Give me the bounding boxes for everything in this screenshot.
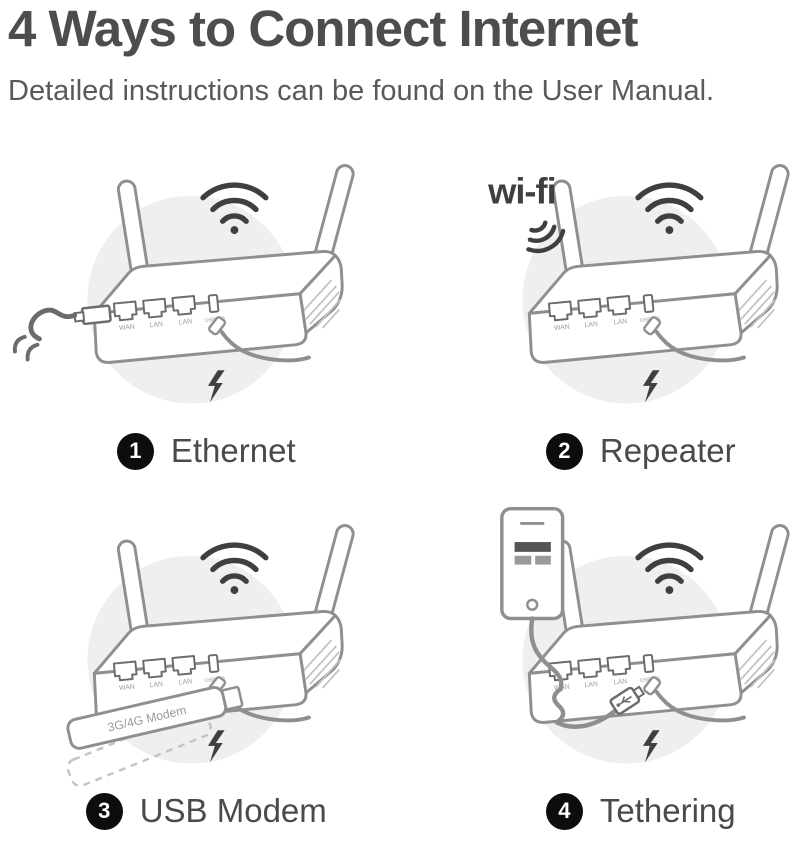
methods-grid: 1 Ethernet wi-fi 2 Repeater xyxy=(8,134,801,830)
smartphone-screen-bar-1 xyxy=(514,542,551,552)
repeater-illustration: wi-fi xyxy=(487,134,811,430)
wifi-logo-waves xyxy=(525,220,566,254)
method-caption: 2 Repeater xyxy=(545,432,736,470)
ethernet-cable xyxy=(13,304,113,362)
method-label: Ethernet xyxy=(170,432,296,470)
method-label: Repeater xyxy=(599,432,736,470)
method-repeater: wi-fi 2 Repeater xyxy=(443,134,811,470)
step-number-badge: 4 xyxy=(545,792,583,830)
tethering-illustration xyxy=(499,507,811,790)
method-tethering: 4 Tethering xyxy=(443,494,811,830)
method-caption: 1 Ethernet xyxy=(116,432,296,470)
method-label: Tethering xyxy=(599,792,736,830)
method-usb-modem: 3G/4G Modem 3 USB Modem xyxy=(8,494,405,830)
smartphone-body xyxy=(499,507,565,621)
step-number-badge: 1 xyxy=(116,432,154,470)
header: 4 Ways to Connect Internet Detailed inst… xyxy=(8,2,801,108)
tethering-cable xyxy=(528,616,645,729)
step-number-badge: 3 xyxy=(85,792,123,830)
page-title: 4 Ways to Connect Internet xyxy=(8,0,639,57)
usb-trident-icon xyxy=(617,695,632,706)
method-caption: 3 USB Modem xyxy=(85,792,327,830)
page-subtitle: Detailed instructions can be found on th… xyxy=(8,75,715,108)
router-illustration xyxy=(88,164,356,404)
wifi-logo: wi-fi xyxy=(487,171,566,254)
ethernet-plug xyxy=(81,304,113,326)
step-number-badge: 2 xyxy=(545,432,583,470)
smartphone-screen-bar-3 xyxy=(534,555,551,565)
smartphone-home-button xyxy=(525,598,539,611)
usb-plug xyxy=(609,685,645,715)
usb-modem-body xyxy=(66,686,228,750)
method-ethernet: 1 Ethernet xyxy=(8,134,405,470)
usb-modem-illustration: 3G/4G Modem xyxy=(66,494,402,788)
method-label: USB Modem xyxy=(139,792,327,830)
cable-coil xyxy=(551,686,566,725)
wifi-logo-text: wi-fi xyxy=(487,171,556,212)
method-caption: 4 Tethering xyxy=(545,792,736,830)
router-illustration xyxy=(522,164,790,404)
usb-modem-stick: 3G/4G Modem xyxy=(66,685,244,788)
cable-motion-marks xyxy=(13,334,40,362)
page: 4 Ways to Connect Internet Detailed inst… xyxy=(8,2,811,830)
smartphone xyxy=(499,507,565,621)
ethernet-illustration xyxy=(13,134,402,430)
smartphone-screen-bar-2 xyxy=(514,555,531,565)
